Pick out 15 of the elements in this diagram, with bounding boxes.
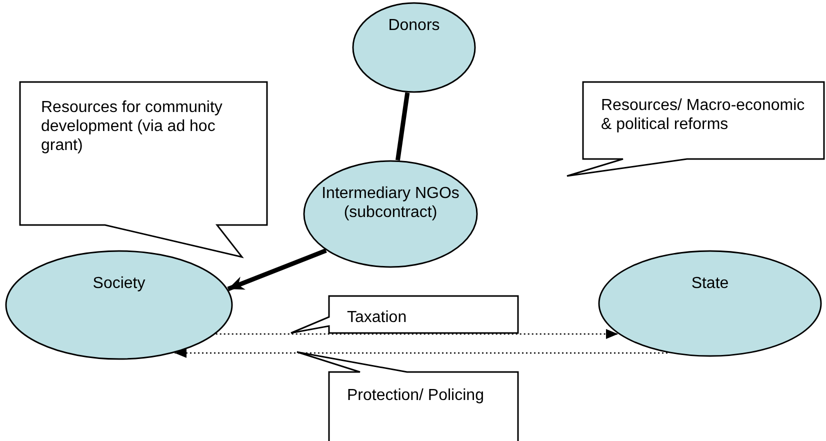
node-label: Donors [387,16,441,35]
arrow [216,329,618,339]
ellipse-node [352,2,476,93]
arrow [174,348,668,358]
ellipse-node [598,250,822,357]
node-label: Society [92,274,146,293]
callout-text: Resources for community development (via ad hoc grant) [41,98,224,155]
ellipse-node [303,160,478,268]
ellipse-node [5,250,233,360]
node-label: State [690,274,730,293]
callout-text: Taxation [347,308,408,327]
callout-text: Resources/ Macro-economic & political reforms [601,96,806,134]
node-label: Intermediary NGOs (subcontract) [320,184,460,222]
arrow [227,248,327,292]
callout-text: Protection/ Policing [347,386,485,405]
